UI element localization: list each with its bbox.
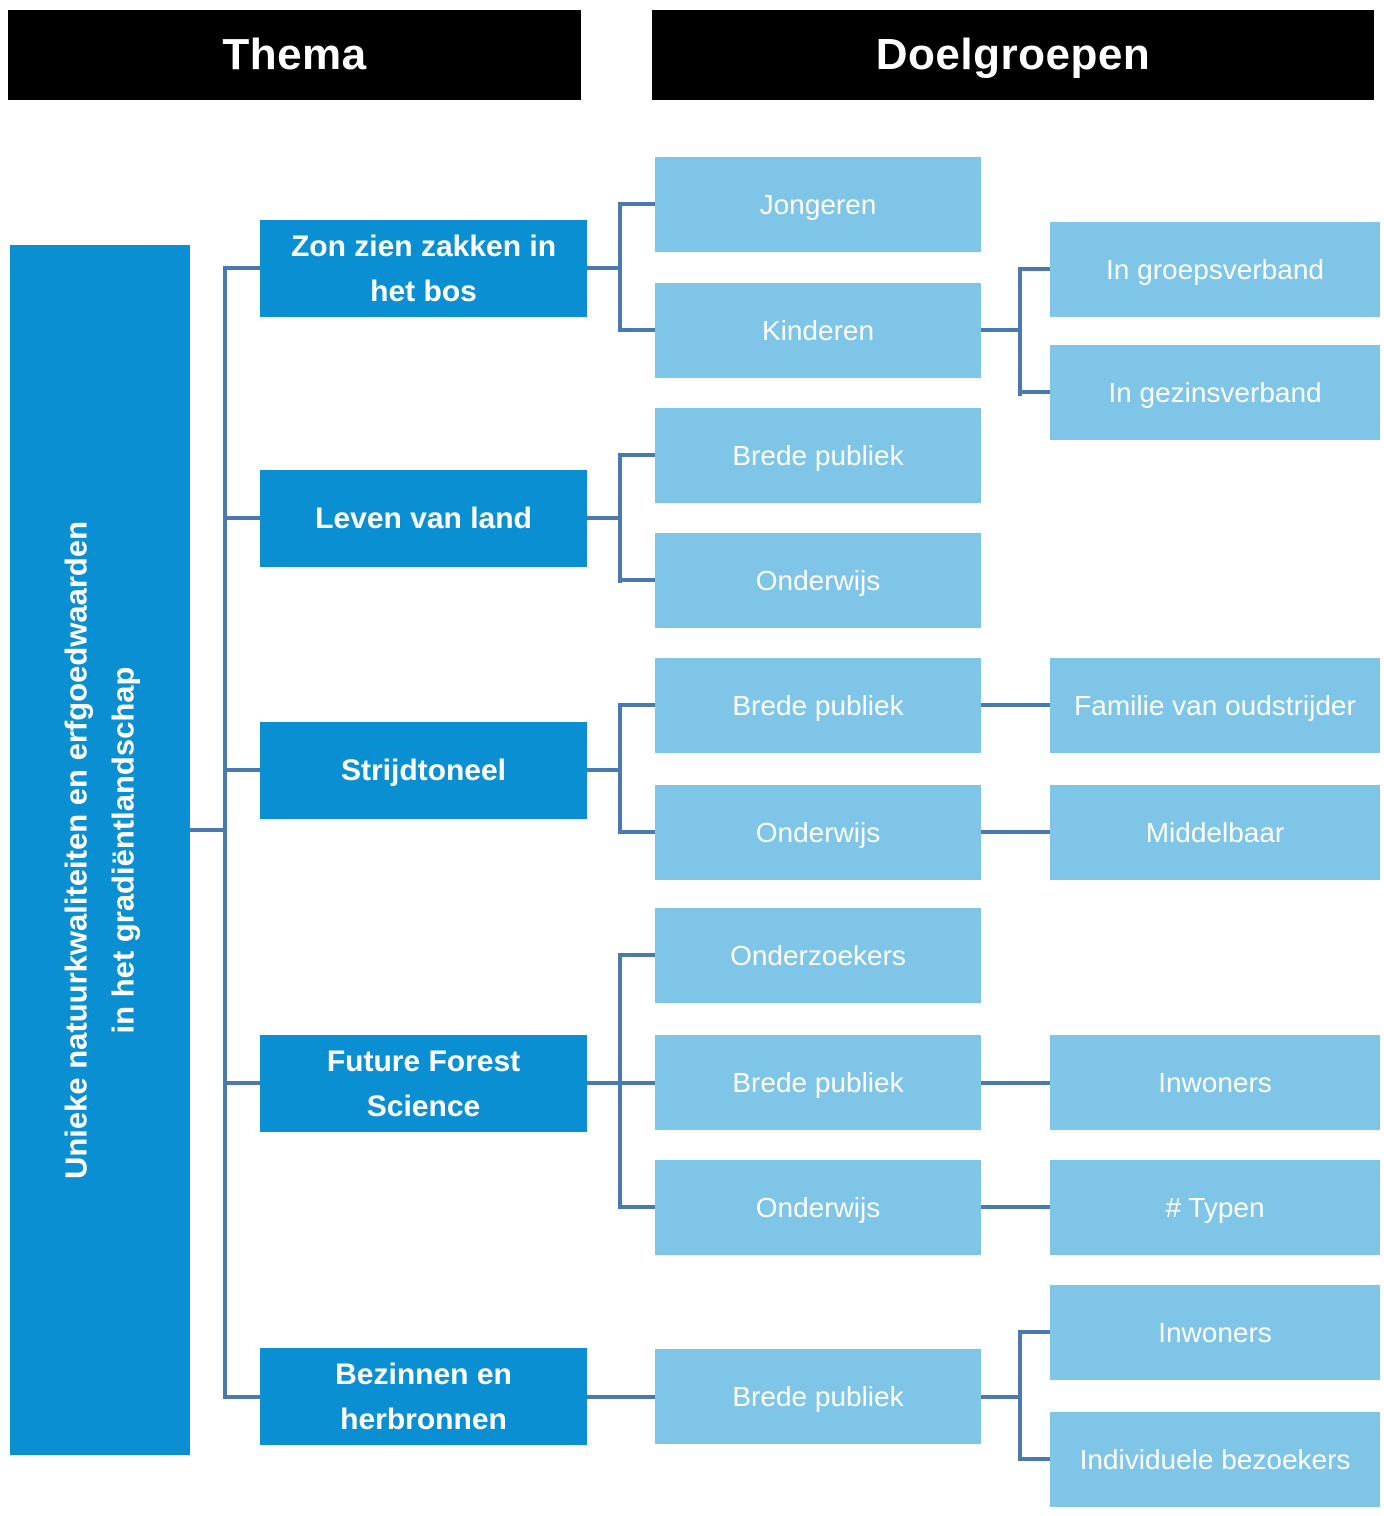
doelgroep-box-onderzoekers: Onderzoekers	[655, 908, 981, 1003]
connector-line	[223, 266, 227, 1399]
connector-line	[225, 1395, 260, 1399]
subgroep-box-familie-van-oudstrijder: Familie van oudstrijder	[1050, 658, 1380, 753]
root-theme-label: Unieke natuurkwaliteiten en erfgoedwaard…	[54, 245, 147, 1455]
connector-line	[1020, 267, 1050, 271]
doelgroep-box-onderwijs-ffs: Onderwijs	[655, 1160, 981, 1255]
doelgroep-box-onderwijs-strijd: Onderwijs	[655, 785, 981, 880]
connector-line	[587, 1395, 655, 1399]
connector-line	[620, 578, 655, 582]
connector-line	[620, 202, 655, 206]
connector-line	[1018, 267, 1022, 396]
connector-line	[981, 1395, 1022, 1399]
connector-line	[620, 453, 655, 457]
theme-box-leven-van-land: Leven van land	[260, 470, 587, 567]
connector-line	[620, 1081, 655, 1085]
doelgroep-box-jongeren: Jongeren	[655, 157, 981, 252]
subgroep-box-in-gezinsverband: In gezinsverband	[1050, 345, 1380, 440]
connector-line	[618, 202, 622, 332]
connector-line	[587, 516, 622, 520]
connector-line	[618, 453, 622, 583]
doelgroep-box-brede-publiek-bezinnen: Brede publiek	[655, 1349, 981, 1444]
theme-box-strijdtoneel: Strijdtoneel	[260, 722, 587, 819]
connector-line	[620, 830, 655, 834]
connector-line	[1020, 390, 1050, 394]
connector-line	[981, 1205, 1050, 1209]
connector-line	[618, 703, 622, 834]
connector-line	[620, 328, 655, 332]
connector-line	[981, 328, 1022, 332]
subgroep-box-typen: # Typen	[1050, 1160, 1380, 1255]
subgroep-box-in-groepsverband: In groepsverband	[1050, 222, 1380, 317]
connector-line	[620, 703, 655, 707]
theme-box-zon-zien-zakken: Zon zien zakken in het bos	[260, 220, 587, 317]
connector-line	[587, 1081, 622, 1085]
doelgroep-box-brede-publiek-ffs: Brede publiek	[655, 1035, 981, 1130]
column-header-thema: Thema	[8, 10, 581, 100]
root-theme-label-line2: in het gradiëntlandschap	[105, 666, 140, 1034]
doelgroep-box-brede-publiek-strijd: Brede publiek	[655, 658, 981, 753]
connector-line	[1020, 1330, 1050, 1334]
doelgroep-box-kinderen: Kinderen	[655, 283, 981, 378]
connector-line	[981, 830, 1050, 834]
connector-line	[981, 1081, 1050, 1085]
root-theme-bar: Unieke natuurkwaliteiten en erfgoedwaard…	[10, 245, 190, 1455]
doelgroep-box-brede-publiek-leven: Brede publiek	[655, 408, 981, 503]
connector-line	[587, 266, 622, 270]
column-header-doelgroepen: Doelgroepen	[652, 10, 1374, 100]
connector-line	[620, 1205, 655, 1209]
theme-box-future-forest: Future Forest Science	[260, 1035, 587, 1132]
connector-line	[225, 768, 260, 772]
subgroep-box-inwoners-bezinnen: Inwoners	[1050, 1285, 1380, 1380]
doelgroep-box-onderwijs-leven: Onderwijs	[655, 533, 981, 628]
connector-line	[1020, 1457, 1050, 1461]
connector-line	[190, 828, 225, 832]
connector-line	[225, 516, 260, 520]
connector-line	[620, 953, 655, 957]
connector-line	[1018, 1330, 1022, 1461]
subgroep-box-inwoners-ffs: Inwoners	[1050, 1035, 1380, 1130]
connector-line	[225, 266, 260, 270]
subgroep-box-individuele-bezoekers: Individuele bezoekers	[1050, 1412, 1380, 1507]
theme-box-bezinnen: Bezinnen en herbronnen	[260, 1348, 587, 1445]
connector-line	[587, 768, 622, 772]
connector-line	[981, 703, 1050, 707]
subgroep-box-middelbaar: Middelbaar	[1050, 785, 1380, 880]
root-theme-label-line1: Unieke natuurkwaliteiten en erfgoedwaard…	[58, 520, 94, 1180]
connector-line	[225, 1081, 260, 1085]
